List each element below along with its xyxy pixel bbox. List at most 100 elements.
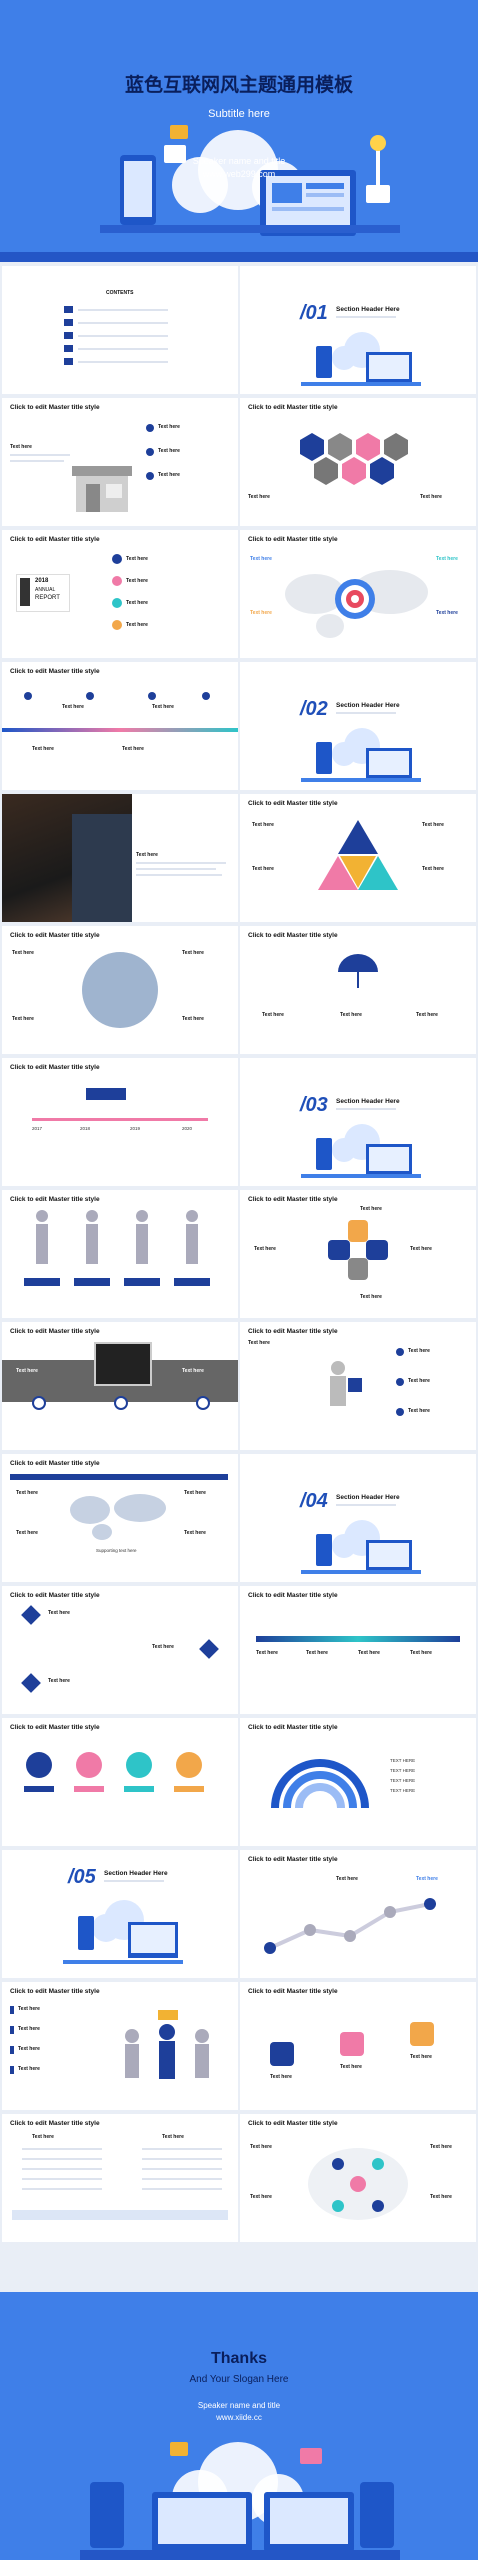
master-title: Click to edit Master title style	[10, 668, 100, 675]
step-bar	[256, 1636, 460, 1642]
slide-umbrella: Click to edit Master title style Text he…	[240, 926, 476, 1054]
diamond-label: Text here	[48, 1610, 70, 1616]
report-line1: ANNUAL	[35, 587, 56, 593]
master-title: Click to edit Master title style	[10, 1988, 100, 1995]
text-line	[136, 874, 222, 876]
text-line	[10, 454, 70, 456]
slide-section-02: /02 Section Header Here	[240, 662, 476, 790]
diamond-icon	[21, 1673, 41, 1693]
cross-label: Text here	[360, 1294, 382, 1300]
step-label: Text here	[410, 1650, 432, 1656]
section-illustration	[301, 1124, 421, 1178]
cover-bottom-bar	[0, 252, 478, 262]
slide-timeline: Click to edit Master title style 2017 20…	[2, 1058, 238, 1186]
cover-site: www.web299.com	[202, 169, 276, 179]
team-label: Text here	[18, 2046, 40, 2052]
umbrella-icon	[338, 954, 378, 988]
slide-puzzle: Click to edit Master title style Text he…	[240, 1322, 476, 1450]
arc-item: TEXT HERE	[390, 1788, 416, 1793]
master-title: Click to edit Master title style	[10, 932, 100, 939]
column-line	[142, 2158, 222, 2160]
hex-label: Text here	[420, 494, 442, 500]
puzzle-icon	[396, 1348, 404, 1356]
circle-label: Text here	[12, 1016, 34, 1022]
puzzle-person	[330, 1361, 362, 1406]
timeline-callout	[86, 1088, 126, 1100]
point-icon	[146, 448, 154, 456]
report-line2: REPORT	[35, 595, 60, 601]
contents-item-icon	[64, 306, 73, 313]
text-line	[136, 862, 226, 864]
cover-speaker-block: Speaker name and title www.web299.com	[0, 155, 478, 181]
band-label: Text here	[182, 1368, 204, 1374]
target-label: Text here	[436, 556, 458, 562]
cross-diagram	[328, 1220, 388, 1280]
report-spine	[20, 578, 30, 606]
feature-label: Text here	[340, 2064, 362, 2070]
section-subline	[104, 1880, 164, 1882]
pin-tag	[24, 1786, 54, 1792]
hub-diagram	[308, 2148, 408, 2220]
figure-tag	[124, 1278, 160, 1286]
report-item-icon	[112, 554, 122, 564]
team-people	[125, 2010, 209, 2079]
umbrella-label: Text here	[416, 1012, 438, 1018]
map-label: Text here	[16, 1530, 38, 1536]
diamond-icon	[21, 1605, 41, 1625]
process-icon	[86, 692, 94, 700]
puzzle-label: Text here	[408, 1348, 430, 1354]
section-illustration	[63, 1900, 183, 1964]
bullet-icon	[10, 2046, 14, 2054]
section-header: Section Header Here	[336, 306, 400, 313]
world-map-target	[285, 570, 428, 638]
master-title: Click to edit Master title style	[248, 536, 338, 543]
master-title: Click to edit Master title style	[248, 1724, 338, 1731]
process-icon	[148, 692, 156, 700]
umbrella-label: Text here	[262, 1012, 284, 1018]
text-heading: Text here	[10, 444, 32, 450]
section-illustration	[301, 1520, 421, 1574]
bullet-icon	[10, 2006, 14, 2014]
timeline-year: 2017	[32, 1126, 43, 1131]
closing-speaker: Speaker name and title	[197, 2401, 281, 2410]
slide-map-supporting: Click to edit Master title style Text he…	[2, 1454, 238, 1582]
point-icon	[146, 472, 154, 480]
report-item-icon	[112, 620, 122, 630]
closing-slogan: And Your Slogan Here	[189, 2374, 289, 2385]
timeline-year: 2019	[130, 1126, 141, 1131]
triangle-label: Text here	[422, 866, 444, 872]
team-label: Text here	[18, 2066, 40, 2072]
zigzag-path	[264, 1898, 436, 1954]
slide-target-map: Click to edit Master title style Text he…	[240, 530, 476, 658]
slide-city-photo: Text here	[2, 794, 238, 922]
closing-site: www.xiide.cc	[216, 2413, 262, 2422]
slide-team-figures: Click to edit Master title style	[2, 1190, 238, 1318]
section-subline	[336, 712, 396, 714]
timeline-year: 2018	[80, 1126, 91, 1131]
zigzag-label: Text here	[336, 1876, 358, 1882]
timeline-year: 2020	[182, 1126, 193, 1131]
shop-illustration	[72, 466, 132, 512]
pin-icon	[176, 1752, 202, 1778]
slide-process-line: Click to edit Master title style Text he…	[2, 662, 238, 790]
section-subline	[336, 1108, 396, 1110]
column-line	[22, 2168, 102, 2170]
section-number: /03	[300, 1094, 328, 1116]
pin-tag	[74, 1786, 104, 1792]
master-title: Click to edit Master title style	[10, 1460, 100, 1467]
zigzag-label: Text here	[416, 1876, 438, 1882]
arc-item: TEXT HERE	[390, 1758, 416, 1763]
map-label: Text here	[184, 1530, 206, 1536]
process-icon	[24, 692, 32, 700]
puzzle-label: Text here	[408, 1378, 430, 1384]
supporting-text: Supporting text here	[96, 1548, 137, 1553]
triangle-label: Text here	[252, 866, 274, 872]
circle-photo	[82, 952, 158, 1028]
hub-label: Text here	[430, 2144, 452, 2150]
pin-tag	[174, 1786, 204, 1792]
column-line	[22, 2158, 102, 2160]
hub-label: Text here	[430, 2194, 452, 2200]
pin-icon	[126, 1752, 152, 1778]
slide-diamonds: Click to edit Master title style Text he…	[2, 1586, 238, 1714]
circle-label: Text here	[182, 950, 204, 956]
